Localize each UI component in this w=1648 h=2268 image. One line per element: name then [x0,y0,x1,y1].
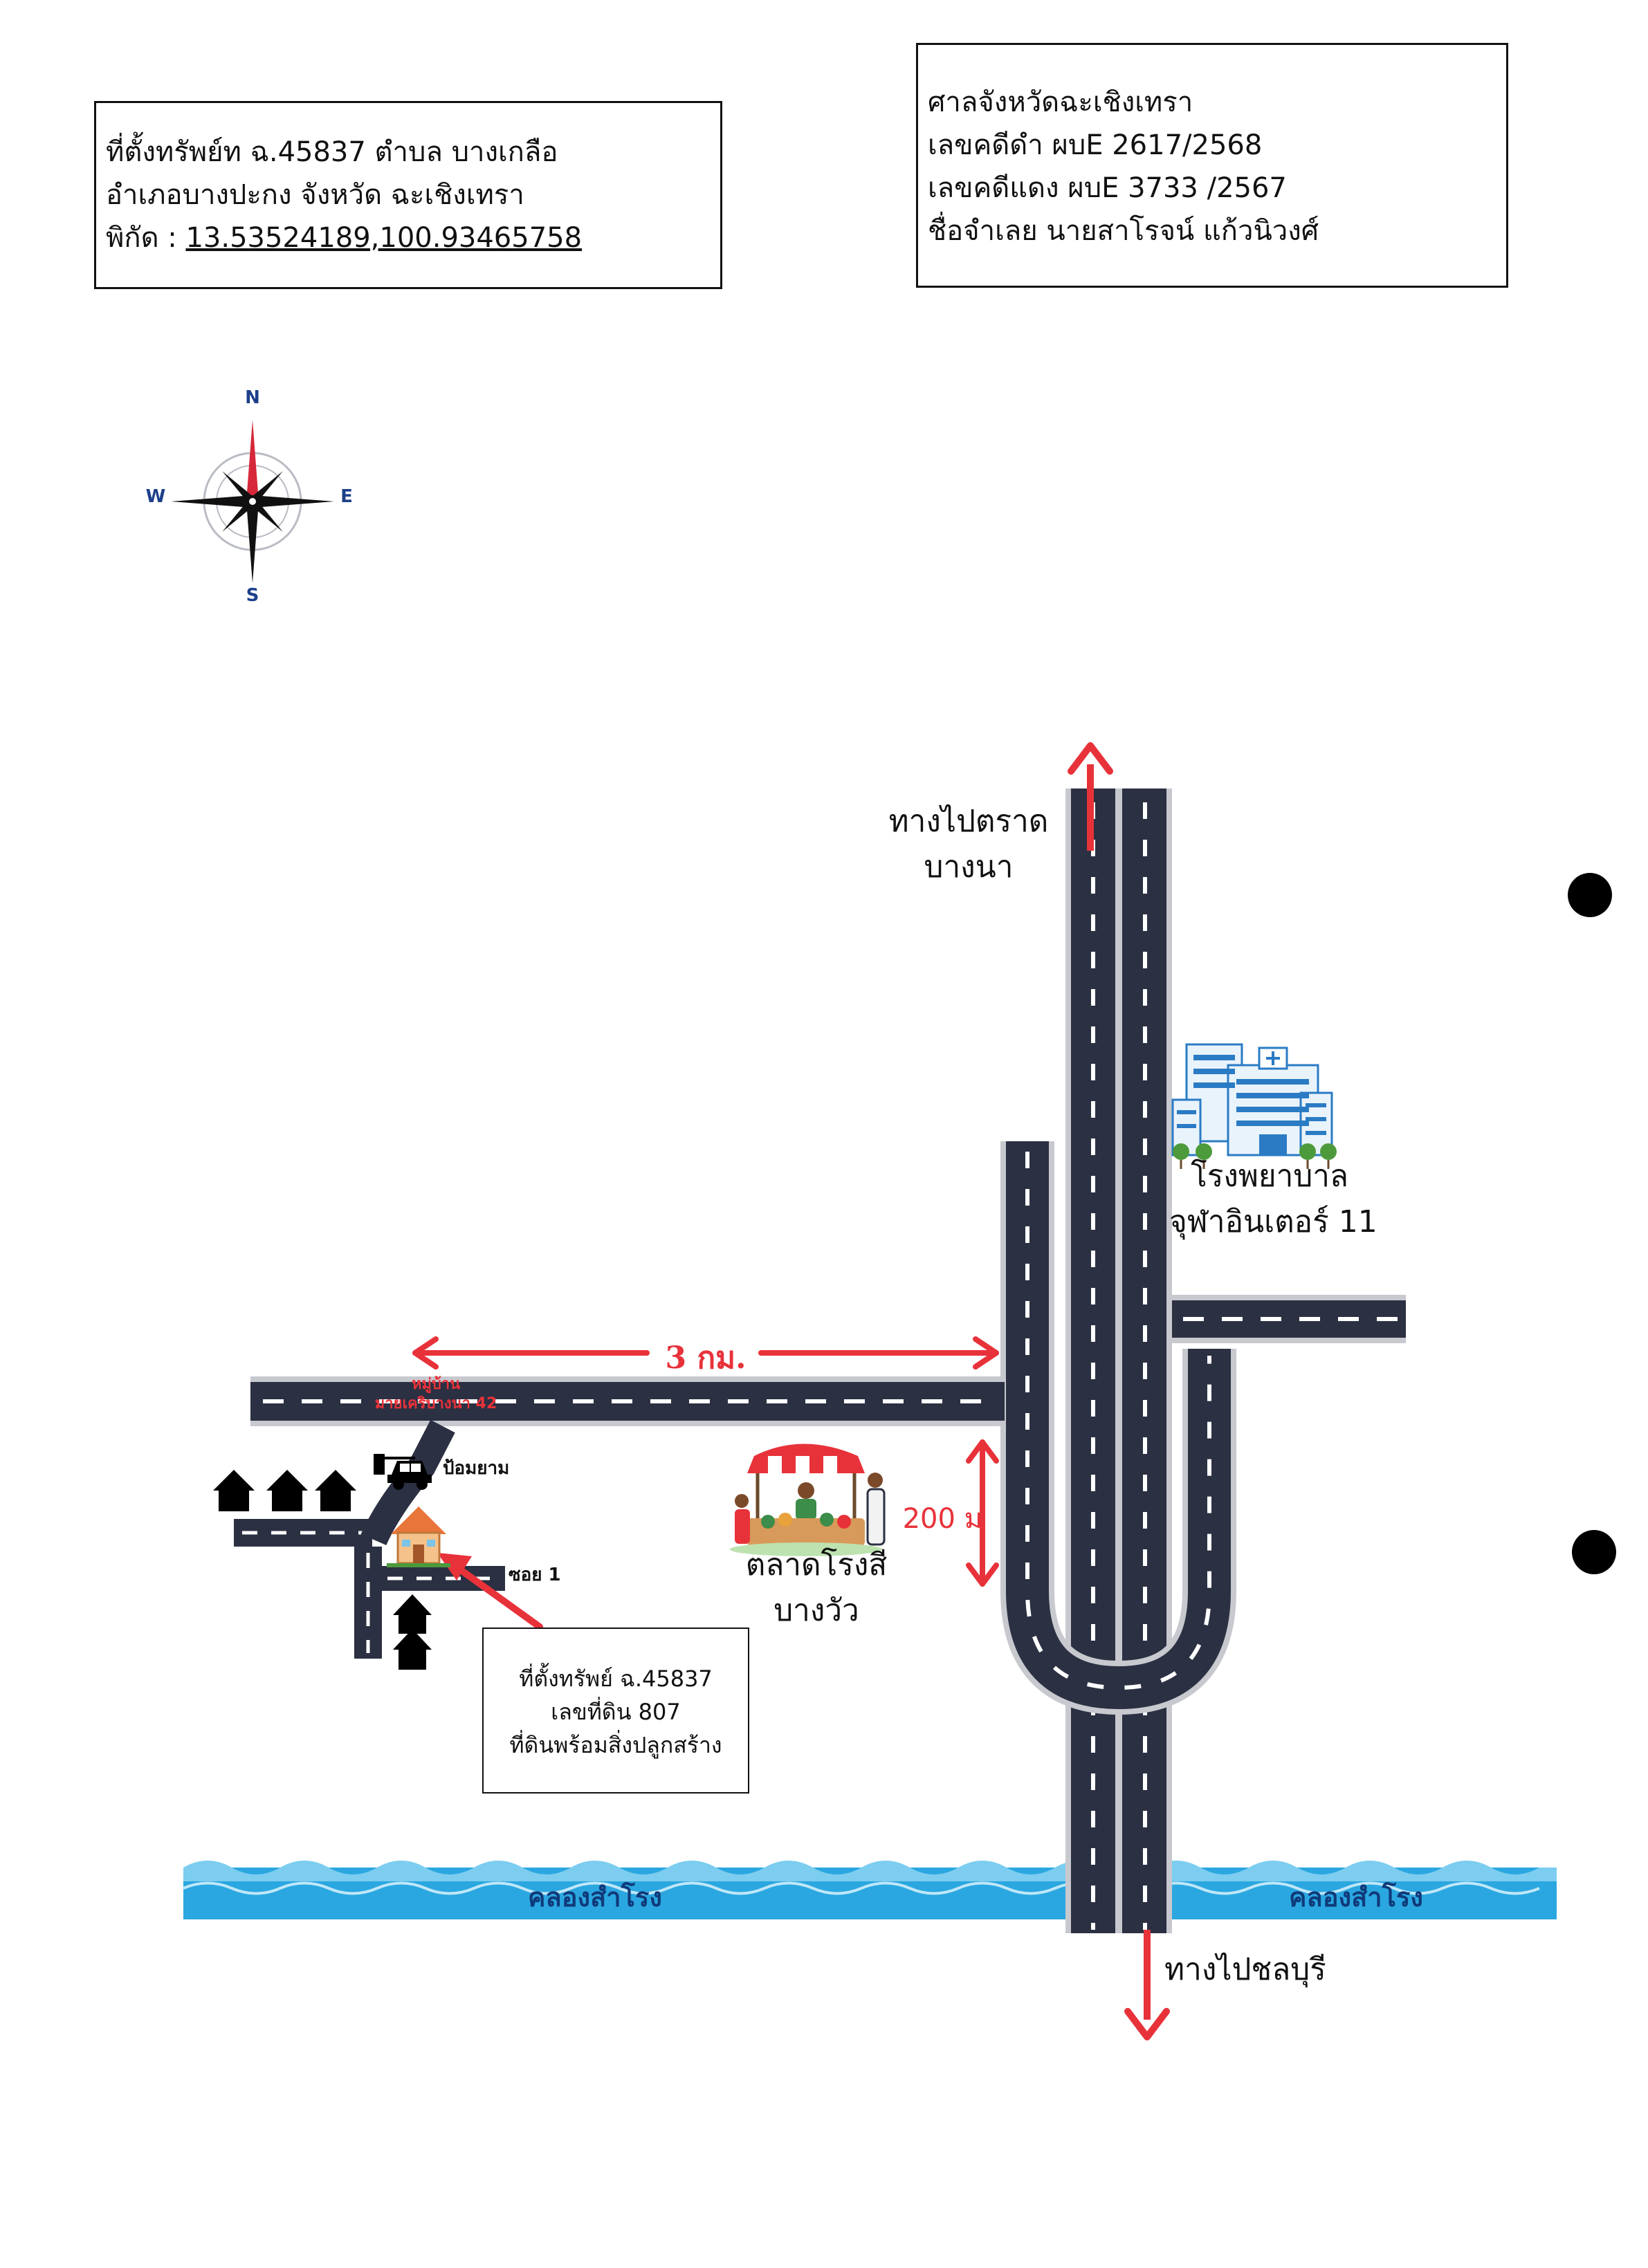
house-icon [393,1594,432,1634]
soi-label: ซอย 1 [509,1565,561,1585]
property-house-icon [387,1506,450,1567]
compass-north-label: N [245,387,260,408]
punch-hole-bottom [1572,1530,1616,1574]
court-info-box: ศาลจังหวัดฉะเชิงเทรา เลขคดีดำ ผบE 2617/2… [916,43,1508,288]
property-line-1: ที่ตั้งทรัพย์ท ฉ.45837 ตำบล บางเกลือ [106,136,558,168]
south-arrow [1124,1930,1170,2040]
north-arrow [1068,742,1113,851]
south-destination-label: ทางไปชลบุรี [1164,1952,1326,1987]
guard-post-icon [374,1454,432,1490]
village-label: หมู่บ้าน มายเคริบางนา 42 [374,1376,497,1412]
house-icon [393,1629,432,1670]
compass-east-label: E [340,486,353,507]
property-pointer-arrow [437,1553,543,1630]
court-line-1: ศาลจังหวัดฉะเชิงเทรา [928,86,1193,118]
compass-south-label: S [246,585,259,606]
u-turn-road [1000,1141,1236,1715]
main-highway [1065,789,1172,1933]
asset-line-1: ที่ตั้งทรัพย์ ฉ.45837 [519,1666,713,1692]
distance-200m-label: 200 ม [902,1503,982,1535]
distance-3km-label: 3 กม. [665,1340,747,1376]
house-icon [315,1470,356,1511]
hospital-label: โรงพยาบาล จุฬาอินเตอร์ 11 [1169,1159,1377,1239]
asset-line-3: ที่ดินพร้อมสิ่งปลูกสร้าง [509,1732,722,1758]
house-icon [213,1470,255,1511]
court-line-3: เลขคดีแดง ผบE 3733 /2567 [928,172,1287,204]
property-coord-line: พิกัด : 13.53524189,100.93465758 [106,216,720,259]
court-line-2: เลขคดีดำ ผบE 2617/2568 [928,129,1263,161]
coord-value: 13.53524189,100.93465758 [185,222,583,254]
guard-post-label: ป้อมยาม [443,1458,510,1479]
market-icon [730,1444,886,1556]
distance-3km-arrow [412,1336,999,1370]
canal-water [183,1861,1557,1919]
compass-rose [171,420,334,583]
north-destination-label: ทางไปตราด บางนา [888,804,1049,885]
east-road [1172,1295,1406,1343]
property-line-2: อำเภอบางปะกง จังหวัด ฉะเชิงเทรา [106,179,524,211]
asset-line-2: เลขที่ดิน 807 [551,1699,681,1725]
punch-hole-top [1568,873,1612,917]
market-label: ตลาดโรงสี บางวัว [745,1547,888,1628]
canal-label-right: คลองสำโรง [1289,1882,1423,1912]
asset-info-box: ที่ตั้งทรัพย์ ฉ.45837 เลขที่ดิน 807 ที่ด… [482,1628,749,1794]
west-road [250,1376,1005,1426]
coord-label: พิกัด : [106,222,186,254]
compass-west-label: W [145,486,166,507]
house-icon [266,1470,308,1511]
property-location-box: ที่ตั้งทรัพย์ท ฉ.45837 ตำบล บางเกลือ อำเ… [94,101,722,289]
court-line-4: ชื่อจำเลย นายสาโรจน์ แก้วนิวงศ์ [928,215,1319,247]
canal-label-left: คลองสำโรง [528,1882,662,1912]
hospital-icon [1171,1043,1337,1169]
distance-200m-arrow [966,1439,999,1587]
